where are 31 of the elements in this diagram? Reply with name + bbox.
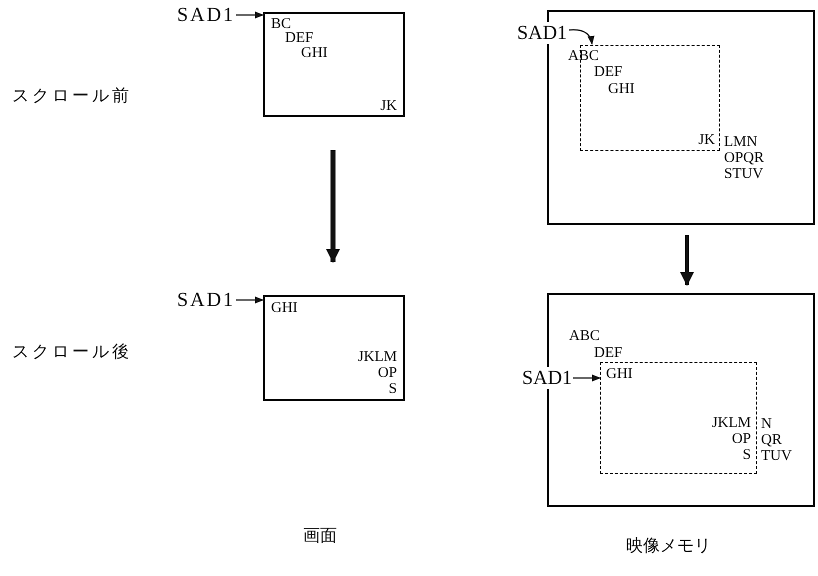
- window-box: [600, 362, 757, 474]
- frame-box: [263, 12, 405, 117]
- arrow: [680, 235, 694, 286]
- character-text: DEF: [594, 64, 622, 80]
- arrow: [236, 296, 264, 304]
- character-text: GHI: [606, 366, 633, 382]
- character-text: GHI: [608, 81, 635, 97]
- address-label: SAD1: [516, 22, 568, 44]
- arrow: [236, 12, 264, 18]
- column-caption: 画面: [303, 525, 337, 547]
- character-text: N QR TUV: [761, 416, 793, 464]
- character-text: GHI: [301, 45, 328, 61]
- character-text: DEF: [285, 30, 314, 46]
- character-text: GHI: [271, 300, 298, 316]
- character-text: LMN OPQR STUV: [724, 134, 766, 182]
- arrow: [573, 374, 601, 382]
- frame-box: [263, 295, 405, 401]
- column-caption: 映像メモリ: [626, 535, 711, 557]
- row-label: スクロール後: [12, 341, 132, 363]
- arrow: [568, 29, 594, 45]
- arrow: [326, 150, 340, 263]
- character-text: JK: [698, 132, 715, 148]
- character-text: JK: [380, 98, 397, 114]
- character-text: ABC: [568, 48, 599, 64]
- address-label: SAD1: [521, 367, 574, 389]
- character-text: DEF: [594, 345, 622, 361]
- row-label: スクロール前: [12, 85, 132, 107]
- character-text: JKLM OP S: [710, 415, 751, 463]
- character-text: JKLM OP S: [356, 349, 397, 397]
- character-text: BC: [271, 16, 292, 32]
- character-text: ABC: [569, 328, 600, 344]
